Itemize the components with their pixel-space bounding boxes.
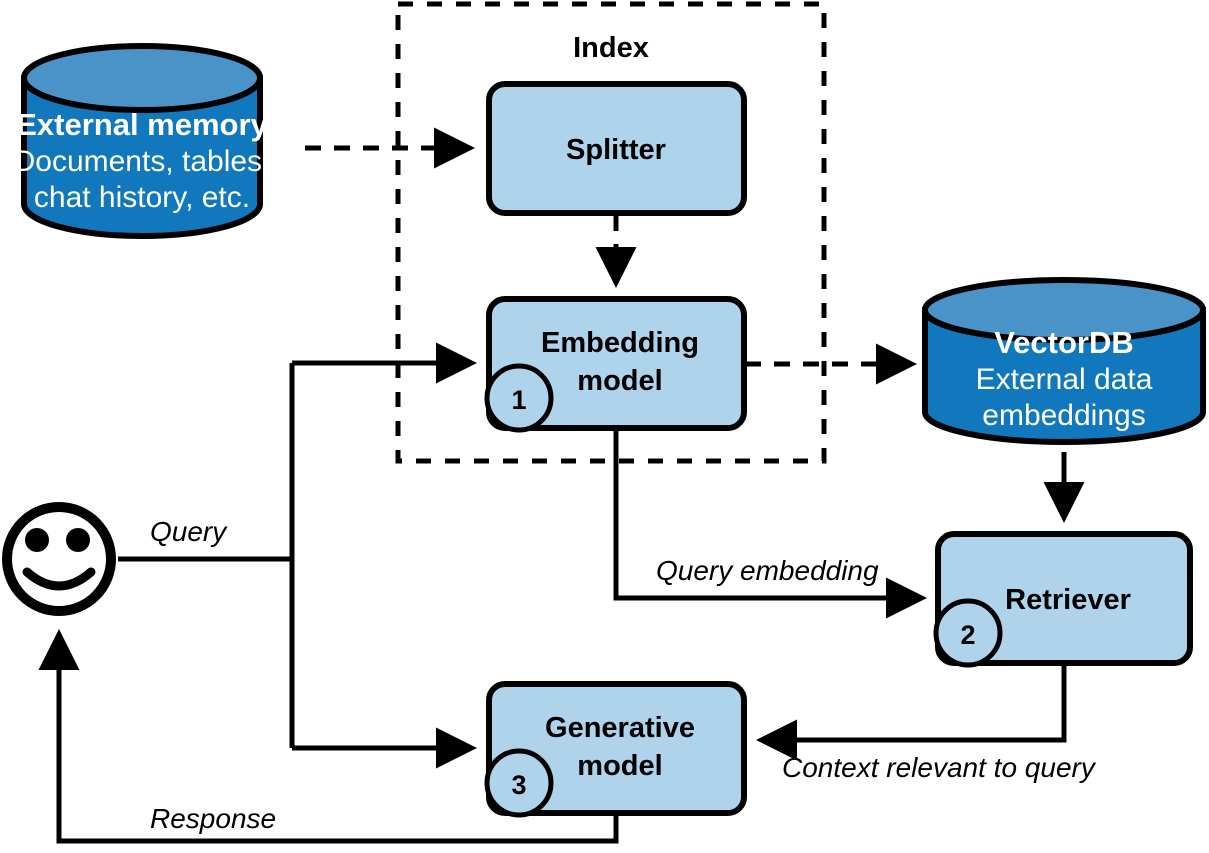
retriever-label: Retriever <box>1005 584 1131 616</box>
embedding-model-step-badge <box>484 363 554 433</box>
embedding-model-label-line-1: Embedding <box>541 327 699 359</box>
splitter-label: Splitter <box>566 134 666 166</box>
splitter-node[interactable]: Splitter <box>486 81 747 216</box>
index-group-frame <box>395 1 827 464</box>
splitter-box[interactable] <box>486 81 747 216</box>
generative-model-step-number: 3 <box>511 770 526 800</box>
edge-embedding-to-retriever <box>613 430 928 619</box>
vectordb-cylinder: VectorDB External data embeddings <box>922 277 1206 445</box>
user-actor[interactable] <box>2 502 116 616</box>
vectordb-cylinder-top <box>922 277 1206 343</box>
generative-model-step-badge <box>484 748 554 818</box>
edge-label-query-embedding: Query embedding <box>656 555 879 586</box>
external-memory-line-2: chat history, etc. <box>34 181 250 214</box>
smiley-mouth <box>22 567 96 591</box>
retriever-step-number: 2 <box>960 620 975 650</box>
retriever-node[interactable]: Retriever 2 <box>933 531 1193 668</box>
embedding-model-step-number: 1 <box>511 385 526 415</box>
edge-label-context-relevant: Context relevant to query <box>782 752 1097 783</box>
external-memory-cylinder-body <box>21 75 263 239</box>
smiley-left-eye <box>25 528 49 552</box>
generative-model-label-line-1: Generative <box>545 712 695 744</box>
generative-model-label-line-2: model <box>577 750 662 782</box>
generative-model-node[interactable]: Generative model 3 <box>484 681 747 818</box>
edge-label-response: Response <box>150 803 276 834</box>
external-memory-title: External memory <box>16 107 268 142</box>
embedding-model-label-line-2: model <box>577 365 662 397</box>
vectordb-line-1: External data <box>976 363 1153 396</box>
smiley-right-eye <box>66 528 90 552</box>
vectordb-cylinder-body <box>922 307 1206 445</box>
embedding-model-node[interactable]: Embedding model 1 <box>484 296 747 433</box>
index-group-label: Index <box>573 32 649 64</box>
edge-label-query: Query <box>150 516 228 547</box>
vectordb-line-2: embeddings <box>982 399 1145 432</box>
external-memory-cylinder: External memory Documents, tables, chat … <box>14 43 271 239</box>
vectordb-title: VectorDB <box>994 325 1134 360</box>
retriever-step-badge <box>933 598 1003 668</box>
edge-retriever-to-generative <box>755 665 1067 761</box>
external-memory-line-1: Documents, tables, <box>14 145 271 178</box>
external-memory-cylinder-top <box>21 43 263 113</box>
smiley-face-icon[interactable] <box>2 502 116 616</box>
edge-generative-to-user <box>38 628 619 844</box>
